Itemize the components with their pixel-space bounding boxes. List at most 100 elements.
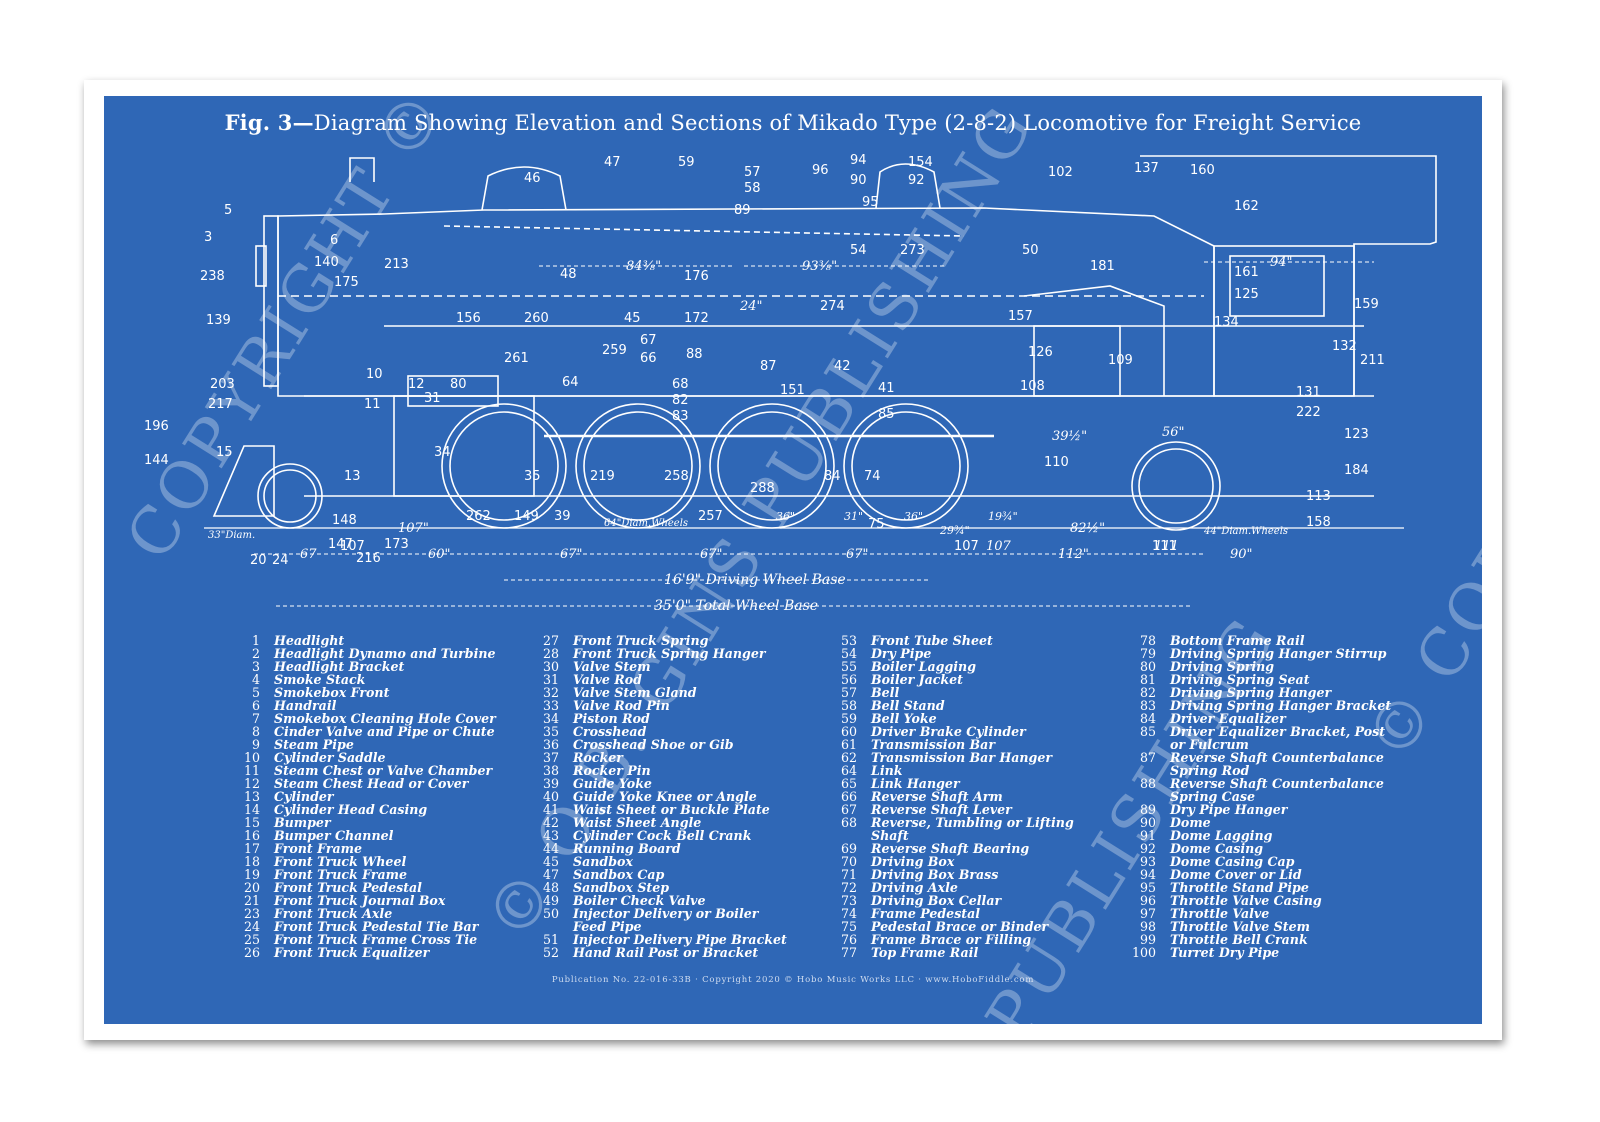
legend-entry-name: Throttle Valve Stem	[1170, 919, 1310, 934]
callout-82: 82	[672, 393, 689, 408]
legend-entry-number: 4	[251, 672, 260, 687]
legend-entry-name: Sandbox Cap	[573, 867, 665, 882]
legend-entry-number: 15	[243, 815, 260, 830]
legend-entry-name: Boiler Lagging	[871, 659, 977, 674]
legend-entry-number: 57	[840, 685, 857, 700]
legend-entry-name: Smoke Stack	[274, 672, 366, 687]
callout-109: 109	[1108, 353, 1133, 368]
legend-entry-number: 97	[1139, 906, 1156, 921]
legend-entry-name: Dome Casing Cap	[1170, 854, 1295, 869]
callout-31: 31	[424, 391, 441, 406]
legend-entry-name: Hand Rail Post or Bracket	[573, 945, 759, 960]
callout-144: 144	[144, 453, 169, 468]
legend-entry-number: 20	[243, 880, 260, 895]
legend-entry-number: 39	[542, 776, 559, 791]
legend-entry-number: 9	[251, 737, 260, 752]
callout-139: 139	[206, 313, 231, 328]
legend-entry-number: 76	[840, 932, 857, 947]
legend-entry-name: Bell Yoke	[871, 711, 937, 726]
callout-6: 6	[330, 233, 338, 248]
callout-45: 45	[624, 311, 641, 326]
legend-entry-name: Reverse Shaft Lever	[871, 802, 1012, 817]
legend-entry-name: Driving Axle	[871, 880, 958, 895]
label-driving-wheel-base: 16'9" Driving Wheel Base	[664, 572, 846, 588]
dim-67-small: 67	[300, 547, 317, 562]
callout-34: 34	[434, 445, 451, 460]
legend-entry-name: Link	[871, 763, 903, 778]
dim-33-diam: 33"Diam.	[208, 530, 255, 541]
dim-112: 112"	[1058, 547, 1089, 562]
legend-entry-name: Cinder Valve and Pipe or Chute	[274, 724, 495, 739]
legend-entry-name: Bell Stand	[871, 698, 945, 713]
callout-151: 151	[780, 383, 805, 398]
callout-75: 75	[868, 517, 885, 532]
legend-entry-name: Rocker	[573, 750, 623, 765]
legend-entry-number: 36	[542, 737, 559, 752]
legend-entry-number: 35	[542, 724, 559, 739]
dim-19: 19¾"	[988, 510, 1018, 523]
legend-entry-name: Guide Yoke Knee or Angle	[573, 789, 757, 804]
callout-173: 173	[384, 537, 409, 552]
callout-176: 176	[684, 269, 709, 284]
legend-entry-name: Top Frame Rail	[871, 945, 979, 960]
front-truck-wheel-rim	[263, 469, 317, 523]
legend-entry-number: 78	[1139, 633, 1156, 648]
legend-entry-name: Rocker Pin	[573, 763, 651, 778]
legend-entry-number: 54	[840, 646, 857, 661]
callout-288: 288	[750, 481, 775, 496]
legend-entry-name: Bottom Frame Rail	[1170, 633, 1305, 648]
legend-entry-name: Driver Equalizer Bracket, Post	[1170, 724, 1386, 739]
callout-3: 3	[204, 230, 212, 245]
driving-wheel-2-rim	[583, 411, 693, 521]
callout-11: 11	[364, 397, 381, 412]
legend-entry-name: Headlight Bracket	[274, 659, 405, 674]
legend-entry-number: 66	[840, 789, 857, 804]
legend-entry-name: Driving Spring Hanger	[1170, 685, 1332, 700]
legend-entry-number: 41	[542, 802, 559, 817]
dim-60: 60"	[428, 547, 451, 562]
legend-entry-name: Throttle Valve	[1170, 906, 1270, 921]
smoke-stack	[349, 157, 375, 182]
label-44-diam-wheels: 44"Diam.Wheels	[1203, 526, 1288, 537]
legend-entry-number: 93	[1139, 854, 1156, 869]
legend-entry-name: Driving Box	[871, 854, 955, 869]
trailing-truck-wheel-rim	[1138, 448, 1214, 524]
figure-number: Fig. 3—	[224, 110, 314, 135]
legend-entry-number: 43	[542, 828, 559, 843]
legend-entry-name: Throttle Valve Casing	[1170, 893, 1322, 908]
callout-15: 15	[216, 445, 233, 460]
callout-92: 92	[908, 173, 925, 188]
callout-147: 147	[328, 537, 353, 552]
legend-entry-number: 33	[542, 698, 559, 713]
callout-257: 257	[698, 509, 723, 524]
legend-entry-name: Crosshead	[573, 724, 647, 739]
legend-entry: Shaft	[829, 829, 1074, 842]
legend-entry-number: 6	[251, 698, 260, 713]
legend-entry-number: 74	[840, 906, 857, 921]
legend-entry-number: 71	[840, 867, 857, 882]
legend-entry-number: 95	[1139, 880, 1156, 895]
